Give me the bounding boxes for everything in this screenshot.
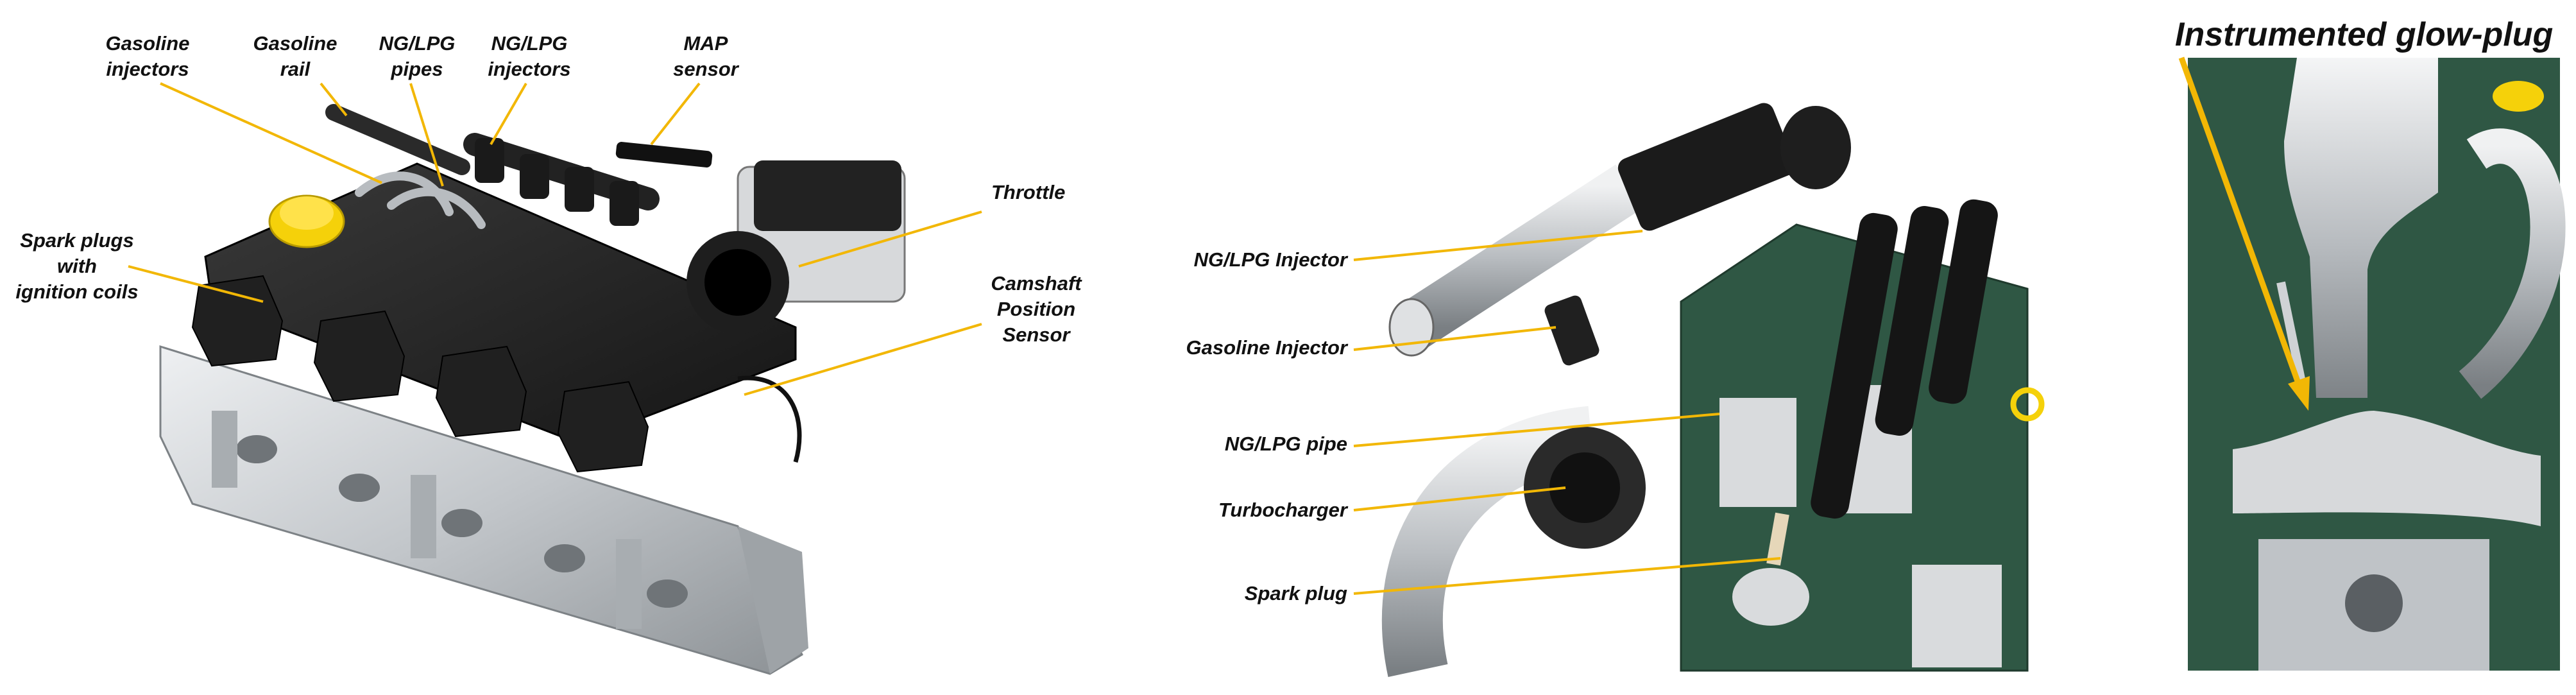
label-mid-gasoline-injector: Gasoline Injector (1091, 335, 1347, 361)
oil-filler-cap (269, 196, 344, 247)
map-sensor-part (615, 141, 713, 168)
label-mid-ng-lpg-pipe: NG/LPG pipe (1091, 431, 1347, 457)
panel-right-glow-plug-detail (2188, 58, 2560, 671)
label-throttle: Throttle (991, 180, 1065, 205)
gasoline-rail (334, 112, 462, 167)
panel-middle-sectioned-engine (1390, 100, 2042, 671)
leader-mid-gasoline-injector (1354, 327, 1556, 350)
middle-ng-lpg-injector-block (1615, 100, 1798, 234)
label-mid-spark-plug: Spark plug (1091, 581, 1347, 606)
panel-left-engine-render (160, 112, 905, 674)
leader-gasoline-injectors (160, 83, 382, 183)
label-mid-ng-lpg-injector: NG/LPG Injector (1091, 247, 1347, 273)
leader-ng-lpg-injectors (491, 83, 526, 144)
glow-plug-panel-title: Instrumented glow-plug (2175, 15, 2553, 54)
intake-pipe (1412, 186, 1630, 327)
camshaft-sensor-cable (738, 378, 799, 462)
label-mid-turbocharger: Turbocharger (1091, 497, 1347, 523)
detail-yellow-part (2493, 81, 2544, 112)
middle-throttle-body (1780, 106, 1851, 189)
throttle-body (687, 160, 905, 334)
leader-map-sensor (651, 83, 699, 144)
middle-gasoline-injector (1543, 294, 1601, 367)
